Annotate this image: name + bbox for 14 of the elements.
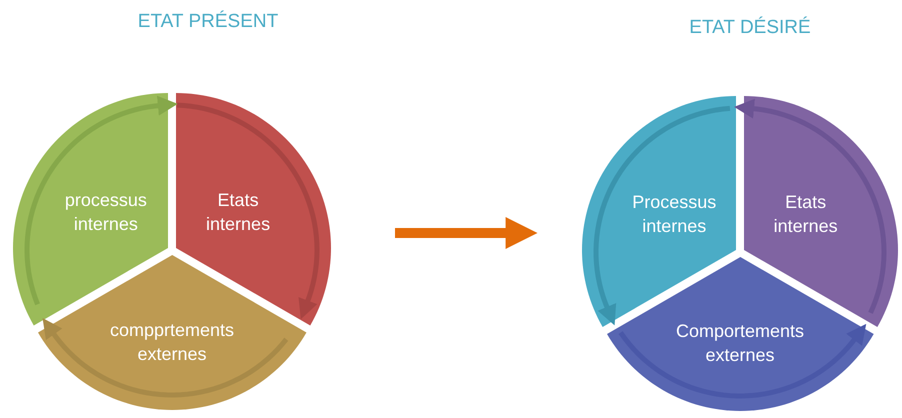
arrow: [42, 318, 288, 398]
segment-label: Processus internes: [631, 191, 718, 238]
arrow: [395, 217, 538, 249]
segment-label: processus internes: [64, 188, 148, 236]
arrow: [24, 96, 178, 306]
segment-label: compprtements externes: [108, 318, 236, 366]
segment-label: Etats internes: [772, 191, 839, 238]
arrow: [618, 324, 866, 398]
heading: ETAT PRÉSENT: [138, 11, 278, 33]
arrow: [734, 98, 886, 314]
arrow: [594, 106, 730, 326]
segment-label: Etats internes: [205, 188, 272, 236]
heading: ETAT DÉSIRÉ: [689, 17, 811, 39]
segment-label: Comportements externes: [674, 320, 806, 368]
